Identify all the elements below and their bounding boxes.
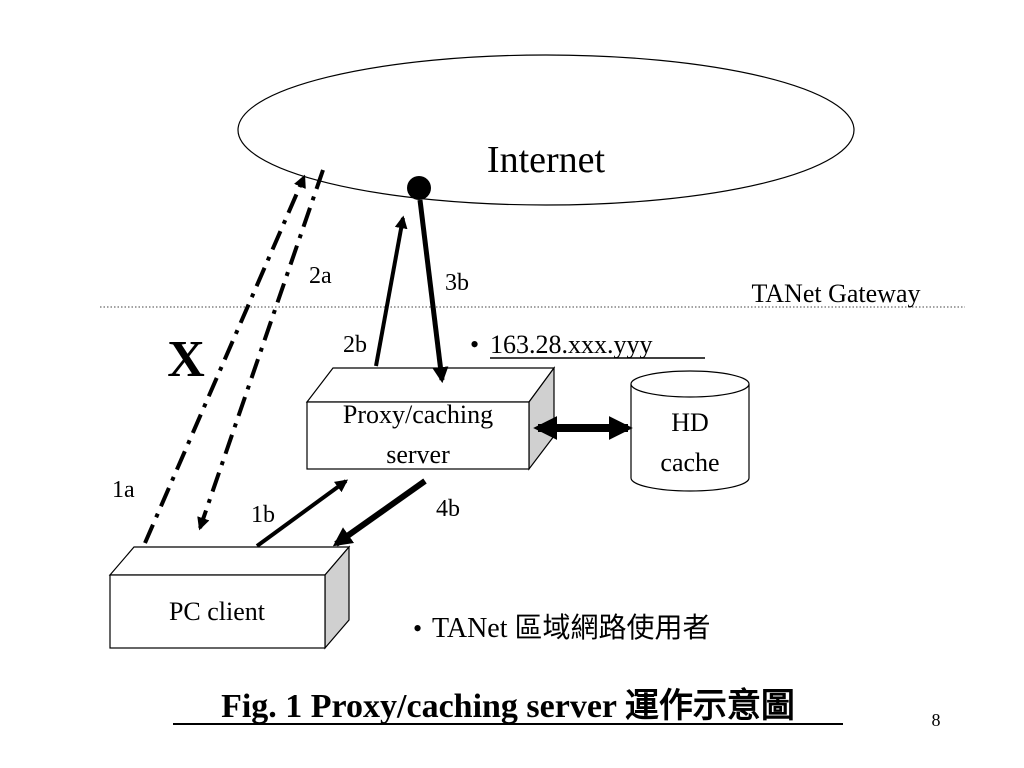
figure-caption: Fig. 1 Proxy/caching server 運作示意圖 <box>221 687 795 725</box>
flow-4b-arrow <box>332 478 427 547</box>
hd-cache-label-line2: cache <box>660 448 719 477</box>
flow-2b-arrow <box>374 215 408 367</box>
flow-label-4b: 4b <box>436 496 460 522</box>
flow-1b-arrow <box>255 479 349 548</box>
flow-1a-arrow <box>143 174 306 544</box>
flow-label-1b: 1b <box>251 502 275 528</box>
hd-cache-label-line1: HD <box>671 408 709 437</box>
flow-label-3b: 3b <box>445 270 469 296</box>
hd-cache-cylinder <box>630 370 750 492</box>
flow-3b-arrow <box>417 199 449 384</box>
gateway-label: TANet Gateway <box>751 279 920 308</box>
proxy-ip-label: 163.28.xxx.yyy <box>490 330 653 359</box>
blocked-x-mark: X <box>167 331 205 388</box>
users-note-bullet: • <box>413 614 422 643</box>
pc-client-label: PC client <box>169 597 266 626</box>
flow-2a-arrow <box>197 169 325 531</box>
users-note-label: TANet 區域網路使用者 <box>432 612 711 644</box>
internet-ellipse <box>237 54 855 206</box>
flow-label-2a: 2a <box>309 263 332 289</box>
proxy-server-label-line2: server <box>386 440 450 469</box>
internet-label: Internet <box>487 139 606 181</box>
gateway-node <box>407 176 431 200</box>
proxy-server-box <box>305 366 556 471</box>
pc-client-box <box>108 545 351 650</box>
proxy-server-label-line1: Proxy/caching <box>343 400 493 429</box>
proxy-ip-bullet: • <box>470 330 479 359</box>
flow-label-1a: 1a <box>112 477 135 503</box>
flow-label-2b: 2b <box>343 332 367 358</box>
slide-number: 8 <box>932 710 941 730</box>
